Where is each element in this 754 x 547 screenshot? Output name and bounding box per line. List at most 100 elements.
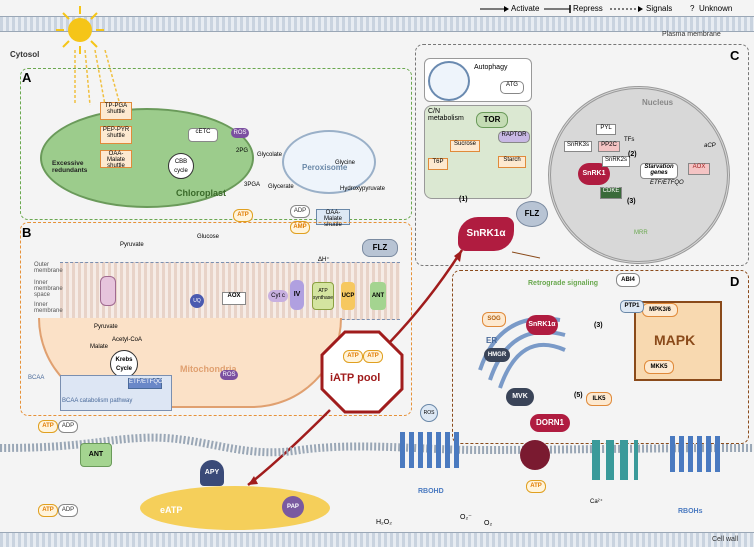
flz-main: FLZ [516, 201, 548, 227]
chloroplast [40, 108, 254, 208]
aoc-label: aCP [704, 143, 716, 149]
glucose-label: Glucose [197, 234, 220, 240]
pyl-box: PYL [596, 124, 616, 135]
adp-cyto-2: ADP [58, 504, 78, 517]
starch-box: Starch [498, 156, 526, 168]
pyruvate-label: Pyruvate [120, 242, 144, 248]
oaa-malate-shuttle-2: OAA-Malate shuttle [316, 209, 350, 228]
cbb-cycle: CBB cycle [168, 153, 194, 179]
glycerate-label: Glycerate [268, 184, 294, 190]
mitochondria-label: Mitochondria [180, 364, 237, 374]
delta-h-label: ΔH⁺ [318, 257, 330, 263]
peroxisome [282, 130, 376, 194]
snrk1-nucleus: SnRK1 [578, 163, 610, 185]
malate-label: Malate [90, 344, 109, 350]
atp-cyto-1: ATP [38, 420, 58, 433]
snrk1a-er: SnRK1α [526, 315, 558, 335]
sog-box: SOG [482, 312, 506, 327]
n3b-label: (3) [594, 322, 603, 329]
ant-mito: ANT [370, 282, 386, 310]
adp-a: ADP [290, 205, 310, 218]
krebs-cycle: Krebs Cycle [110, 350, 138, 378]
chloroplast-label: Chloroplast [176, 188, 227, 198]
atp-pool-1: ATP [343, 350, 363, 363]
panel-c [415, 44, 749, 266]
hmgr-box: HMGR [484, 348, 510, 362]
n3-label: (3) [627, 198, 636, 205]
peroxisome-label: Peroxisome [302, 163, 348, 172]
o2-label: O₂ [484, 520, 493, 527]
mpk36-box: MPK3/6 [642, 303, 678, 317]
tp-pga-shuttle: TP-PGA shuttle [100, 102, 132, 120]
panel-a [20, 68, 412, 220]
atp-dorn1: ATP [526, 480, 546, 493]
bottom-membrane [0, 433, 754, 457]
inner-space-label: Inner membrane space [34, 280, 63, 298]
pp2c-box: PP2C [598, 141, 620, 152]
legend-arrows [480, 5, 643, 13]
ptp1-box: PTP1 [620, 300, 644, 313]
adp-cyto-1: ADP [58, 420, 78, 433]
atg-box: ATG [500, 81, 524, 94]
ca-label: Ca²⁺ [590, 499, 603, 505]
cell-wall-label: Cell wall [712, 536, 739, 543]
n1-label: (1) [459, 196, 468, 203]
er-label: ER [486, 336, 498, 345]
autophagy-label: Autophagy [474, 64, 508, 71]
cyt-c: Cyt c [268, 290, 288, 302]
panel-b-label: B [22, 225, 32, 240]
n5-label: (5) [574, 392, 583, 399]
glycolate-label: Glycolate [257, 152, 283, 158]
amp-a: AMP [290, 221, 310, 234]
dorn1-receptor [520, 440, 550, 470]
ubiquinone: UQ [190, 294, 204, 308]
ros-badge-a: ROS [231, 128, 249, 138]
pga-label: 3PGA [244, 182, 261, 188]
mkk5-box: MKK5 [644, 360, 674, 374]
eatp-label: eATP [160, 505, 183, 515]
snrk3s-box: SnRK3s [564, 141, 592, 152]
mrr-label: MRR [634, 230, 648, 236]
o2minus-label: O₂⁻ [460, 514, 472, 521]
ucp: UCP [341, 282, 355, 310]
plasma-membrane-band [0, 16, 754, 32]
aox-box: AOX [222, 292, 246, 305]
sun-icon [56, 6, 104, 54]
panel-d-label: D [730, 274, 740, 289]
iatp-label: iATP pool [330, 372, 381, 384]
cetc-box: cETC [188, 128, 218, 142]
rbohs-label: RBOHs [678, 508, 703, 515]
glycine-label: Glycine [335, 160, 356, 166]
cytosol-label: Cytosol [10, 50, 40, 59]
legend: Activate Repress Signals ? Unknown [480, 2, 750, 16]
acetyl-label: Acetyl-CoA [112, 337, 143, 343]
ilk5-box: ILK5 [586, 392, 612, 406]
nucleus-label: Nucleus [642, 98, 674, 107]
legend-unknown: Unknown [699, 4, 733, 13]
oaa-malate-shuttle: OAA-Malate shuttle [100, 150, 132, 169]
cell-wall-band [0, 532, 754, 547]
pap-protein: PAP [282, 496, 304, 518]
panel-a-label: A [22, 70, 32, 85]
ant-channel: ANT [80, 443, 112, 467]
cdke-box: CDKE [600, 187, 622, 199]
bcaa-label: BCAA [28, 375, 45, 381]
rbohs-channel [670, 436, 724, 472]
legend-signals: Signals [646, 4, 673, 13]
sucrose-box: Sucrose [450, 140, 480, 152]
n2-label: (2) [628, 151, 637, 158]
snrk1a-main: SnRK1α [458, 217, 514, 251]
excess-label: Excessive redundants [52, 160, 88, 174]
ros-badge-b: ROS [220, 370, 238, 380]
inner-membrane-label: Inner membrane [34, 302, 63, 314]
legend-activate: Activate [511, 4, 540, 13]
autophagosome [428, 61, 470, 101]
t6p-box: T6P [428, 158, 448, 170]
complex-i [100, 276, 116, 306]
ettetfqo-b: ETF/ETFQO [128, 378, 163, 389]
dorn1-box: DORN1 [530, 414, 570, 432]
pg2-label: 2PG [236, 148, 249, 154]
aox-c-box: AOX [688, 163, 710, 175]
snrk2s-box: SnRK2s [602, 156, 630, 167]
